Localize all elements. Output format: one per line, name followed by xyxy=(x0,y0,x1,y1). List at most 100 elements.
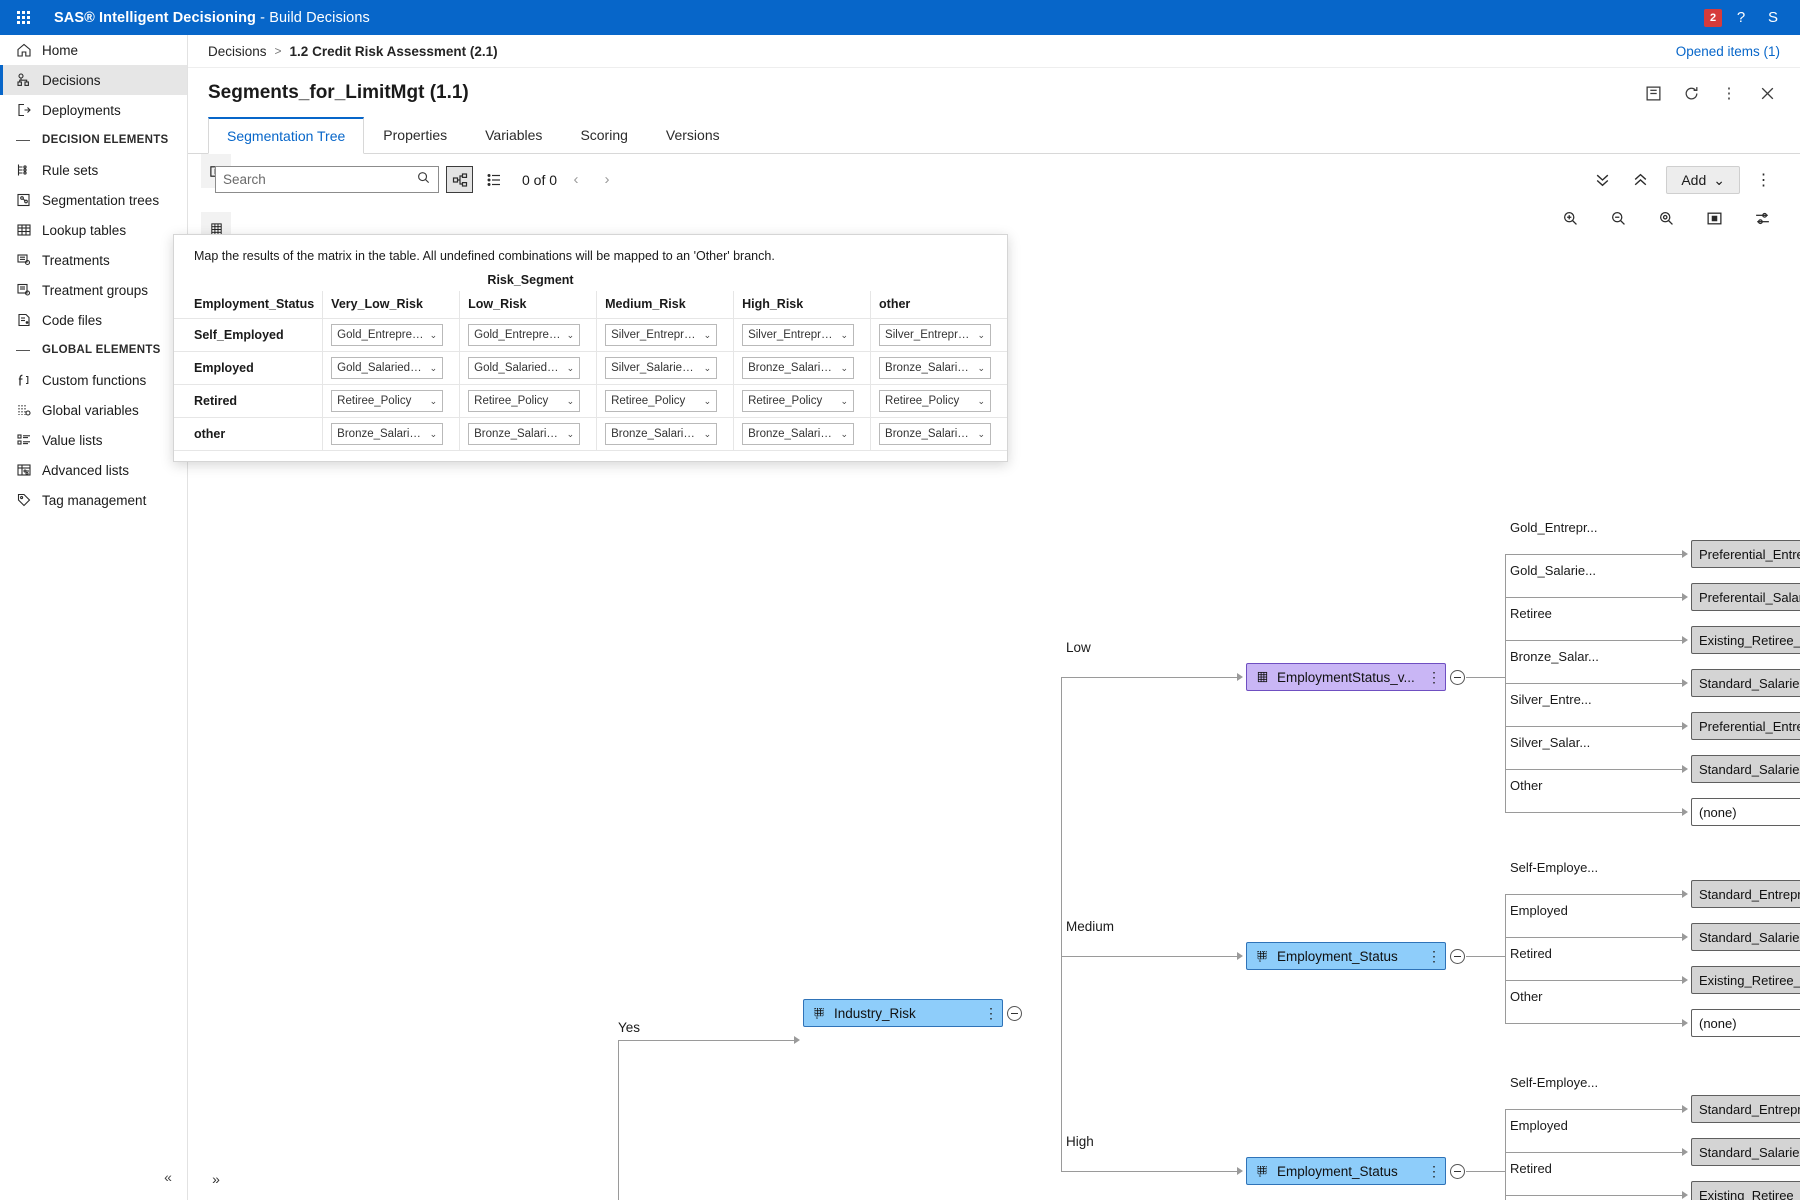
close-icon[interactable] xyxy=(1754,80,1780,106)
tree-leaf-node[interactable]: Existing_Retiree_Pol...⋮ xyxy=(1691,966,1800,994)
tab-variables[interactable]: Variables xyxy=(485,127,543,143)
sidebar-item-treatment-groups[interactable]: Treatment groups xyxy=(0,275,187,305)
branch-2-collapser[interactable] xyxy=(1450,1164,1465,1179)
sidebar-item-lookup-tables[interactable]: Lookup tables xyxy=(0,215,187,245)
sidebar-item-advanced-lists[interactable]: Advanced lists xyxy=(0,455,187,485)
tree-view-toggle[interactable] xyxy=(446,166,473,193)
sidebar-item-tag-management[interactable]: Tag management xyxy=(0,485,187,515)
matrix-cell-dropdown[interactable]: Bronze_Salaried...⌄ xyxy=(468,423,581,445)
sidebar-item-rule-sets[interactable]: Rule sets xyxy=(0,155,187,185)
tree-leaf-node[interactable]: Preferentail_Salarie...⋮ xyxy=(1691,583,1800,611)
notifications-badge[interactable]: 2 xyxy=(1704,8,1722,27)
matrix-cell-dropdown[interactable]: Gold_Entrepren...⌄ xyxy=(468,324,581,346)
app-grid-icon[interactable] xyxy=(0,11,46,24)
sidebar-item-decisions[interactable]: Decisions xyxy=(0,65,187,95)
sidebar-item-home[interactable]: Home xyxy=(0,35,187,65)
zoom-in-icon[interactable] xyxy=(1558,206,1582,230)
sidebar-item-deployments[interactable]: Deployments xyxy=(0,95,187,125)
matrix-cell-dropdown[interactable]: Retiree_Policy⌄ xyxy=(742,390,855,412)
tab-scoring[interactable]: Scoring xyxy=(580,127,628,143)
search-input[interactable] xyxy=(223,172,416,187)
tree-leaf-node[interactable]: Existing_Retiree_Pol...⋮ xyxy=(1691,1181,1800,1200)
matrix-cell-dropdown[interactable]: Silver_Salaried_...⌄ xyxy=(605,357,718,379)
branch-0-collapser[interactable] xyxy=(1450,670,1465,685)
node-more-icon[interactable]: ⋮ xyxy=(1427,947,1442,964)
tree-leaf-node[interactable]: Standard_Entrepreneu...⋮ xyxy=(1691,1095,1800,1123)
matrix-cell-dropdown[interactable]: Retiree_Policy⌄ xyxy=(605,390,718,412)
search-box[interactable] xyxy=(215,166,439,193)
expand-all-icon[interactable] xyxy=(1628,168,1652,192)
canvas-more-icon[interactable]: ⋮ xyxy=(1755,172,1773,189)
list-view-toggle[interactable] xyxy=(480,166,507,193)
connector-line xyxy=(1505,980,1683,981)
sidebar-item-value-lists[interactable]: Value lists xyxy=(0,425,187,455)
matrix-cell-dropdown[interactable]: Bronze_Salaried...⌄ xyxy=(605,423,718,445)
connector-line xyxy=(618,1040,619,1200)
top-bar-actions: 2 ? S xyxy=(1704,5,1800,31)
rail-expand-button[interactable]: » xyxy=(212,1171,220,1187)
matrix-cell-dropdown[interactable]: Retiree_Policy⌄ xyxy=(468,390,581,412)
matrix-cell-dropdown[interactable]: Gold_Entrepren...⌄ xyxy=(331,324,444,346)
matrix-cell-dropdown[interactable]: Bronze_Salaried...⌄ xyxy=(742,423,855,445)
add-button[interactable]: Add ⌄ xyxy=(1666,166,1740,194)
sidebar-item-custom-functions[interactable]: Custom functions xyxy=(0,365,187,395)
leaf-branch-label: Employed xyxy=(1510,903,1568,918)
matrix-cell-dropdown[interactable]: Bronze_Salaried...⌄ xyxy=(742,357,855,379)
tree-leaf-value: (none) xyxy=(1699,804,1737,820)
matrix-cell-dropdown[interactable]: Silver_Entrepre...⌄ xyxy=(742,324,855,346)
tree-leaf-node[interactable]: Preferential_Entrepr...⋮ xyxy=(1691,540,1800,568)
zoom-fit-icon[interactable] xyxy=(1654,206,1678,230)
tree-node-branch-0[interactable]: EmploymentStatus_v...⋮ xyxy=(1246,663,1446,691)
tab-properties[interactable]: Properties xyxy=(383,127,448,143)
matrix-cell-dropdown[interactable]: Silver_Entrepre...⌄ xyxy=(605,324,718,346)
tab-versions[interactable]: Versions xyxy=(665,127,720,143)
tree-leaf-node[interactable]: Standard_Salaried_Li...⋮ xyxy=(1691,669,1800,697)
root-node-collapser[interactable] xyxy=(1007,1006,1022,1021)
sidebar-item-treatments[interactable]: Treatments xyxy=(0,245,187,275)
more-vertical-icon[interactable]: ⋮ xyxy=(1721,85,1737,102)
search-prev-button[interactable]: ‹ xyxy=(573,171,579,188)
tree-leaf-node[interactable]: (none)⋮ xyxy=(1691,798,1800,826)
tree-leaf-node[interactable]: Existing_Retiree_Pol...⋮ xyxy=(1691,626,1800,654)
help-icon[interactable]: ? xyxy=(1736,9,1746,26)
tree-leaf-node[interactable]: Standard_Salaried_Li...⋮ xyxy=(1691,755,1800,783)
sidebar-item-global-variables[interactable]: Global variables xyxy=(0,395,187,425)
opened-items-link[interactable]: Opened items (1) xyxy=(1675,43,1780,59)
notes-icon[interactable] xyxy=(1640,80,1666,106)
matrix-column-header: Very_Low_Risk xyxy=(322,291,461,319)
matrix-cell-dropdown[interactable]: Retiree_Policy⌄ xyxy=(331,390,444,412)
tree-leaf-node[interactable]: (none)⋮ xyxy=(1691,1009,1800,1037)
search-icon[interactable] xyxy=(416,170,431,190)
tree-leaf-node[interactable]: Standard_Salaried_Li...⋮ xyxy=(1691,1138,1800,1166)
zoom-out-icon[interactable] xyxy=(1606,206,1630,230)
refresh-icon[interactable] xyxy=(1678,80,1704,106)
matrix-cell-dropdown[interactable]: Bronze_Salaried...⌄ xyxy=(331,423,444,445)
tree-leaf-node[interactable]: Standard_Salaried_Li...⋮ xyxy=(1691,923,1800,951)
matrix-cell-dropdown[interactable]: Bronze_Salaried...⌄ xyxy=(879,357,992,379)
sidebar-item-code-files[interactable]: Code files xyxy=(0,305,187,335)
node-more-icon[interactable]: ⋮ xyxy=(1427,1162,1442,1179)
node-more-icon[interactable]: ⋮ xyxy=(984,1004,999,1021)
user-avatar-icon[interactable]: S xyxy=(1767,9,1778,26)
tree-leaf-node[interactable]: Standard_Entrepreneu...⋮ xyxy=(1691,880,1800,908)
layout-options-icon[interactable] xyxy=(1750,206,1774,230)
matrix-cell-dropdown[interactable]: Silver_Entrepre...⌄ xyxy=(879,324,992,346)
matrix-cell-dropdown[interactable]: Retiree_Policy⌄ xyxy=(879,390,992,412)
breadcrumb-root[interactable]: Decisions xyxy=(208,43,267,59)
collapse-all-icon[interactable] xyxy=(1590,168,1614,192)
search-next-button[interactable]: › xyxy=(604,171,610,188)
sidebar-collapse-button[interactable]: « xyxy=(164,1169,172,1185)
node-more-icon[interactable]: ⋮ xyxy=(1427,668,1442,685)
fit-to-screen-icon[interactable] xyxy=(1702,206,1726,230)
matrix-cell-dropdown[interactable]: Gold_Salaried_...⌄ xyxy=(468,357,581,379)
matrix-cell-dropdown[interactable]: Bronze_Salaried...⌄ xyxy=(879,423,992,445)
tree-leaf-node[interactable]: Preferential_Entrepr...⋮ xyxy=(1691,712,1800,740)
tab-segmentation-tree[interactable]: Segmentation Tree xyxy=(208,117,365,154)
branch-1-collapser[interactable] xyxy=(1450,949,1465,964)
matrix-cell-dropdown[interactable]: Gold_Salaried_...⌄ xyxy=(331,357,444,379)
sidebar-item-segmentation-trees[interactable]: Segmentation trees xyxy=(0,185,187,215)
connector-line xyxy=(1505,769,1683,770)
